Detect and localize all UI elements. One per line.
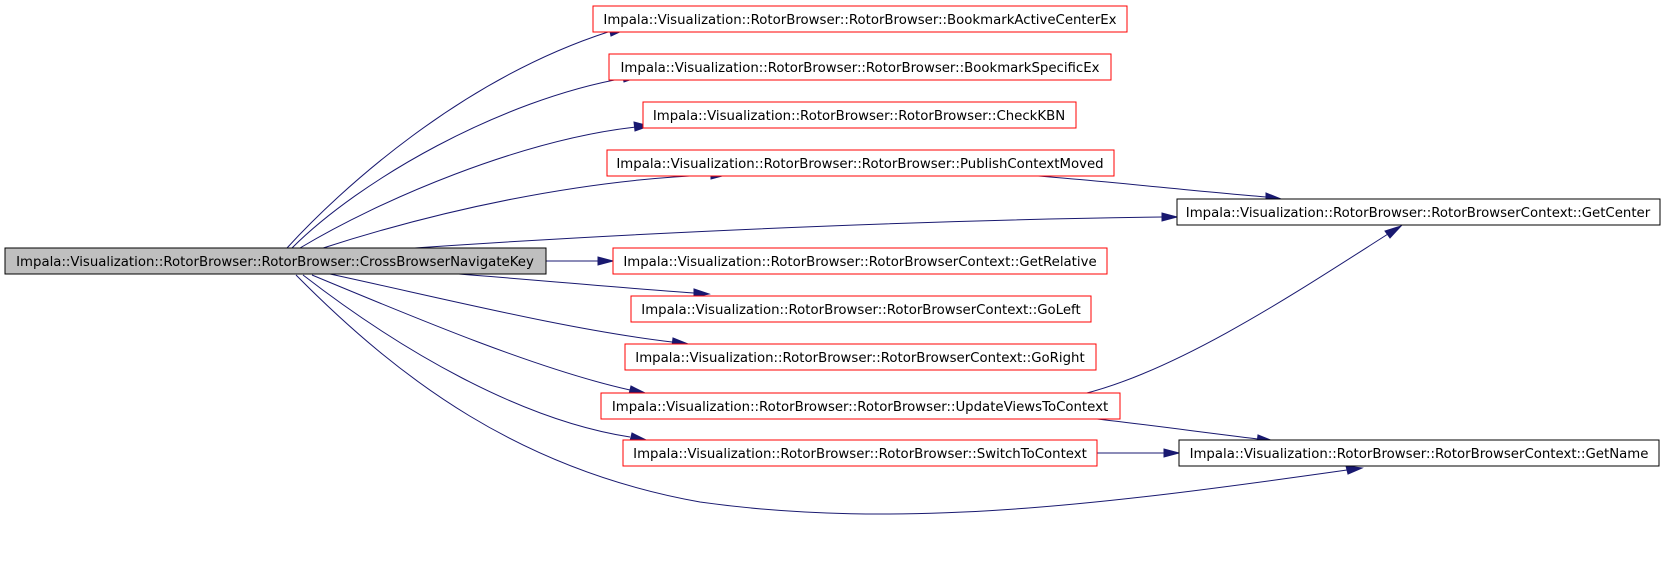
node-get-center-label: Impala::Visualization::RotorBrowser::Rot… [1186,206,1651,221]
node-update-views-to-context[interactable]: Impala::Visualization::RotorBrowser::Rot… [600,392,1121,420]
edge-update-views-to-context-to-get-center [1082,233,1389,395]
node-update-views-to-context-label: Impala::Visualization::RotorBrowser::Rot… [612,400,1108,415]
node-bookmark-active-center-ex[interactable]: Impala::Visualization::RotorBrowser::Rot… [592,5,1128,33]
node-switch-to-context-label: Impala::Visualization::RotorBrowser::Rot… [633,447,1087,462]
edge-root-to-go-left [444,272,695,294]
arrow-get-center-from-root [1161,212,1179,222]
edge-publish-context-moved-to-get-center [1009,173,1267,198]
edge-root-to-switch-to-context [302,274,631,438]
node-bookmark-specific-ex-label: Impala::Visualization::RotorBrowser::Rot… [621,61,1100,76]
edge-update-views-to-context-to-get-name [1079,416,1259,440]
node-get-name[interactable]: Impala::Visualization::RotorBrowser::Rot… [1178,439,1660,467]
edge-root-to-go-right [329,273,673,343]
arrow-check-kbn [633,121,651,132]
edge-root-to-publish-context-moved [319,174,711,250]
node-get-relative-label: Impala::Visualization::RotorBrowser::Rot… [623,255,1096,270]
node-bookmark-active-center-ex-label: Impala::Visualization::RotorBrowser::Rot… [603,13,1116,28]
arrow-get-relative [597,256,615,266]
arrow-get-name-from-switch [1163,448,1181,458]
node-switch-to-context[interactable]: Impala::Visualization::RotorBrowser::Rot… [622,439,1098,467]
edge-root-to-bookmark-active-center-ex [286,31,609,249]
nodes: Impala::Visualization::RotorBrowser::Rot… [4,5,1661,467]
arrow-get-name-from-root [1345,465,1364,475]
node-publish-context-moved[interactable]: Impala::Visualization::RotorBrowser::Rot… [606,149,1115,177]
node-check-kbn[interactable]: Impala::Visualization::RotorBrowser::Rot… [642,101,1077,129]
edge-root-to-get-center [399,216,1163,250]
node-root-label: Impala::Visualization::RotorBrowser::Rot… [16,255,534,270]
node-bookmark-specific-ex[interactable]: Impala::Visualization::RotorBrowser::Rot… [608,53,1112,81]
node-go-right-label: Impala::Visualization::RotorBrowser::Rot… [635,351,1084,366]
edge-root-to-check-kbn [299,126,637,249]
node-go-right[interactable]: Impala::Visualization::RotorBrowser::Rot… [624,343,1097,371]
edge-root-to-update-views-to-context [311,274,631,391]
node-get-relative[interactable]: Impala::Visualization::RotorBrowser::Rot… [612,247,1108,275]
node-go-left[interactable]: Impala::Visualization::RotorBrowser::Rot… [630,295,1092,323]
node-go-left-label: Impala::Visualization::RotorBrowser::Rot… [641,303,1080,318]
node-get-center[interactable]: Impala::Visualization::RotorBrowser::Rot… [1176,198,1661,226]
edge-root-to-bookmark-specific-ex [291,77,626,249]
edge-root-to-get-name [295,274,1348,515]
node-publish-context-moved-label: Impala::Visualization::RotorBrowser::Rot… [616,157,1103,172]
node-get-name-label: Impala::Visualization::RotorBrowser::Rot… [1190,447,1649,462]
arrow-get-center-from-update [1384,224,1403,239]
node-check-kbn-label: Impala::Visualization::RotorBrowser::Rot… [653,109,1065,124]
node-root[interactable]: Impala::Visualization::RotorBrowser::Rot… [4,247,547,275]
